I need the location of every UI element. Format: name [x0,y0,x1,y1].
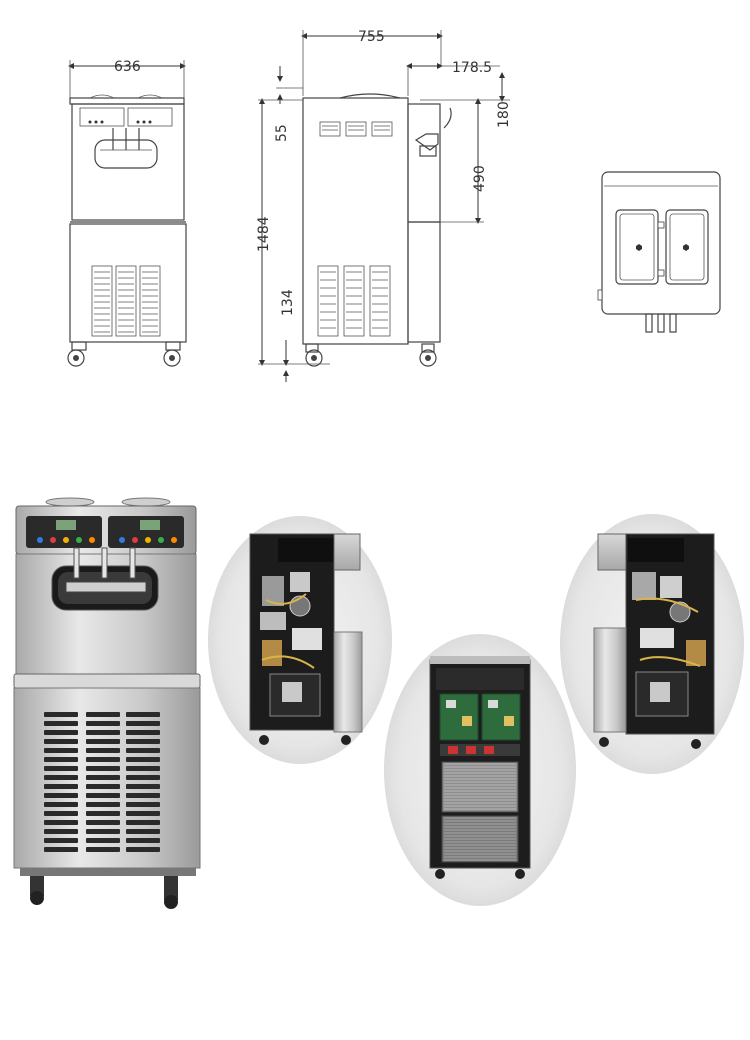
cabinet-vents [44,712,160,852]
panel-button [158,537,164,543]
condenser-grille [441,761,519,863]
top-view-drawing [597,171,721,333]
side-height-label: 1484 [256,216,272,252]
panel-button [171,537,177,543]
caster-left [30,876,44,896]
front-view-drawing: 636 [67,59,187,367]
left-control-panel [26,516,102,548]
interior-left-photo [208,516,392,764]
front-width-label: 636 [114,59,141,75]
side-tap-label: 490 [472,165,488,192]
caster-right [164,876,178,900]
interior-back-photo [384,634,576,906]
circuit-board-right [481,693,521,741]
side-spout-offset-label: 178.5 [452,60,492,76]
panel-button [76,537,82,543]
panel-button [89,537,95,543]
panel-button [37,537,43,543]
interior-right-photo [560,514,744,774]
tap-handle-left [73,547,80,579]
panel-button [145,537,151,543]
side-base-label: 134 [280,289,296,316]
side-depth-label: 755 [358,29,385,45]
side-view-drawing: 755 178.5 180 490 55 1484 134 [256,29,512,382]
front-vents [91,265,161,337]
panel-button [132,537,138,543]
panel-button [119,537,125,543]
tap-handle-center [101,547,108,579]
circuit-board-left [439,693,479,741]
side-top-label: 55 [274,124,290,142]
panel-button [50,537,56,543]
tap-handle-right [129,547,136,579]
side-lid-label: 180 [496,101,512,128]
panel-button [63,537,69,543]
right-control-panel [108,516,184,548]
machine-front-photo [13,497,201,909]
